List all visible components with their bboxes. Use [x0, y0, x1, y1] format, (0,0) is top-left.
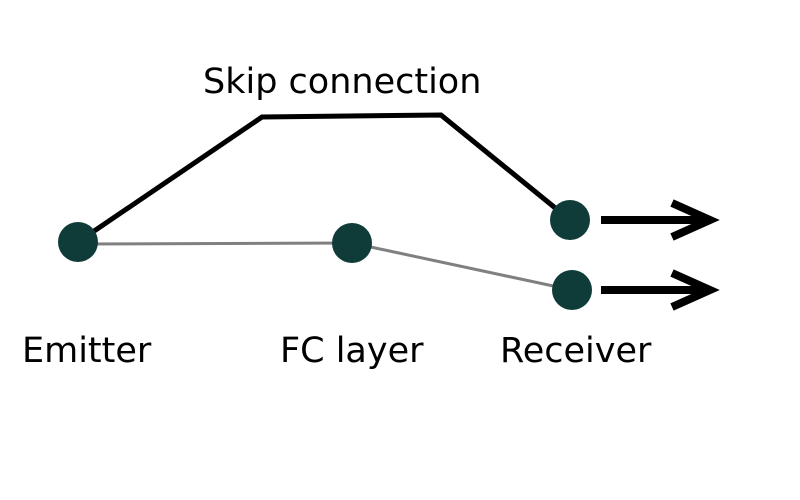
emitter-node[interactable]	[58, 222, 98, 262]
receiver-node-bottom[interactable]	[552, 270, 592, 310]
receiver-label: Receiver	[500, 331, 652, 371]
skip-connection-label: Skip connection	[203, 62, 481, 102]
fc-layer-label: FC layer	[280, 331, 424, 371]
fc-layer-node[interactable]	[332, 223, 372, 263]
emitter-label: Emitter	[22, 331, 152, 371]
output-arrow-bottom-icon	[601, 269, 720, 311]
arrow-head	[670, 199, 720, 241]
output-arrow-top-icon	[601, 199, 720, 241]
arrow-head	[670, 269, 720, 311]
skip-connection-path	[76, 112, 572, 245]
receiver-node-top[interactable]	[550, 200, 590, 240]
main-signal-path	[77, 241, 573, 292]
